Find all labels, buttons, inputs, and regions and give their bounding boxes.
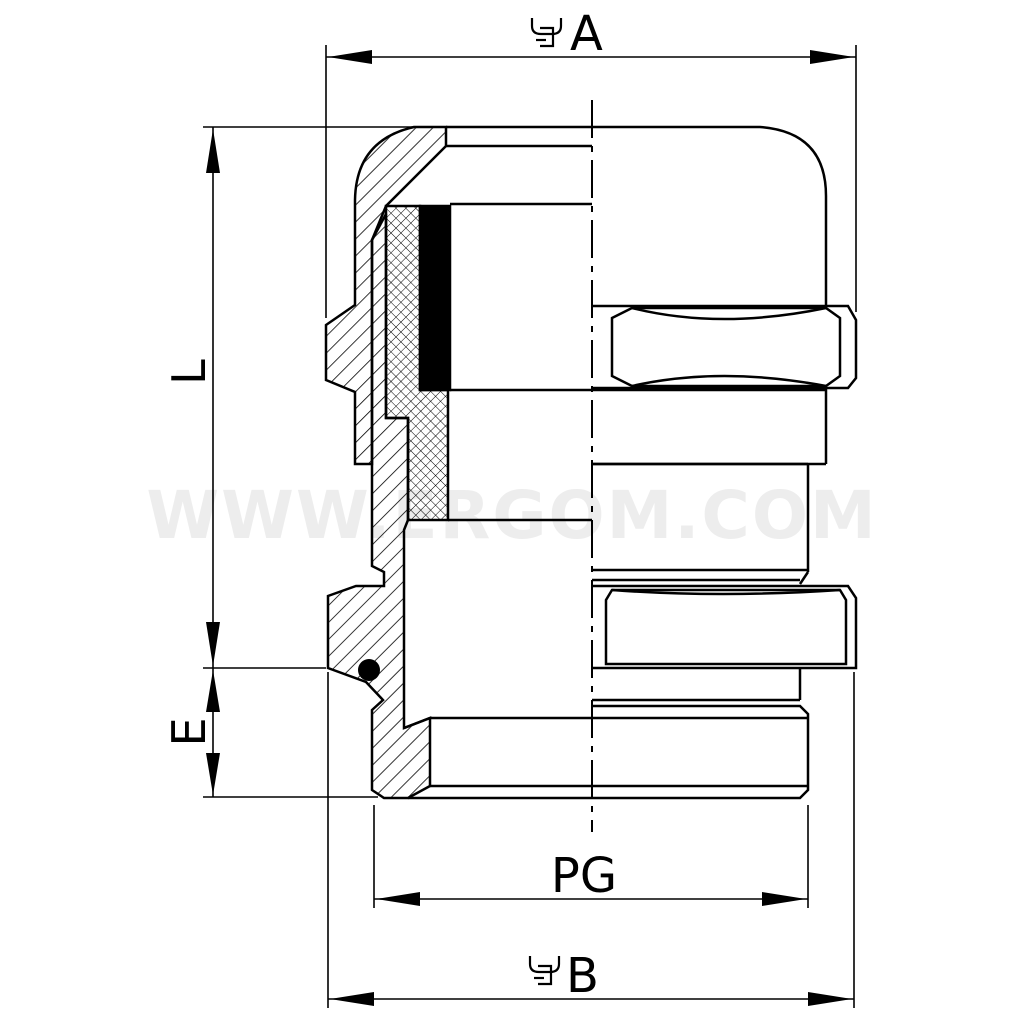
o-ring	[358, 659, 380, 681]
dimension-label-b: B	[566, 948, 599, 1004]
watermark: WWW.ERGOM.COM	[146, 477, 877, 554]
exterior-view	[592, 125, 858, 800]
dome-cap	[592, 125, 828, 306]
dimension-label-pg: PG	[551, 848, 617, 904]
lower-hex-nut	[592, 584, 858, 670]
dimension-label-l: L	[162, 359, 216, 385]
dimension-lines	[203, 45, 857, 1008]
wrench-flat-icon	[530, 18, 563, 48]
dimension-label-a: A	[570, 6, 603, 62]
wrench-flat-icon	[528, 956, 561, 986]
pg-thread	[592, 704, 810, 800]
section-view	[324, 125, 592, 800]
dimension-label-e: E	[162, 717, 216, 746]
seal-band	[418, 204, 452, 392]
upper-hex-nut	[592, 304, 858, 390]
